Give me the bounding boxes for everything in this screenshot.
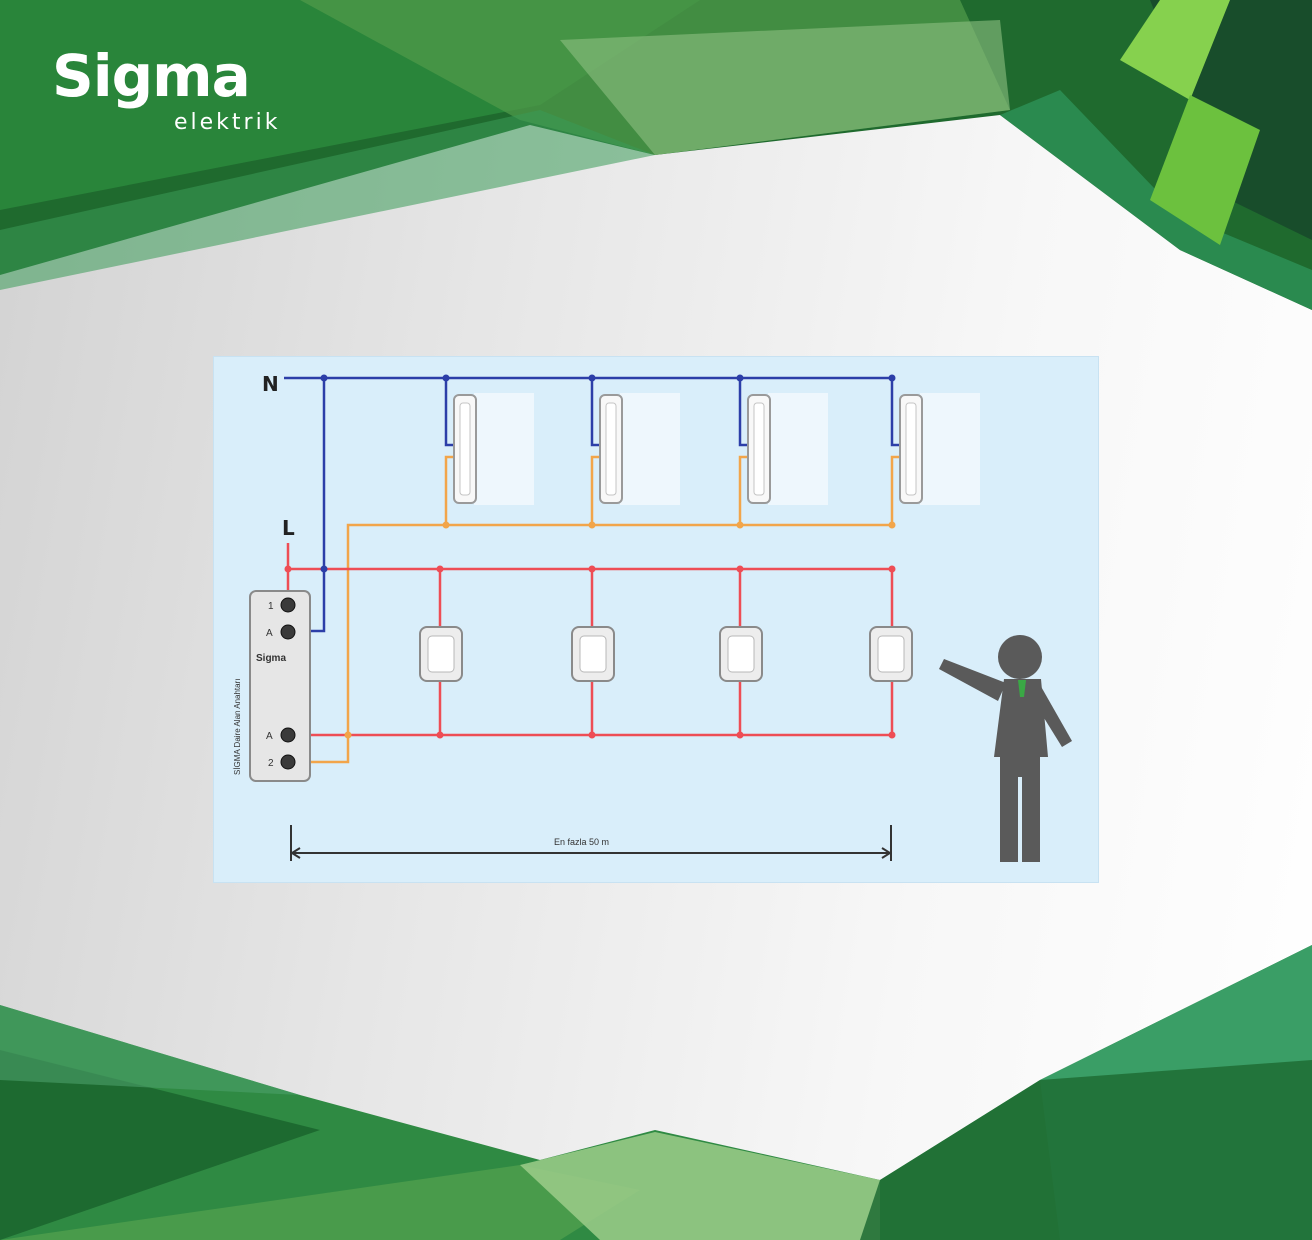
distance-indicator xyxy=(290,825,892,861)
terminal-label-a1: A xyxy=(266,628,273,639)
person-figure xyxy=(939,635,1072,862)
push-button-4 xyxy=(869,626,913,682)
wiring-diagram: N L xyxy=(233,372,1072,862)
lamp-2 xyxy=(599,393,680,505)
brand-subtitle: elektrik xyxy=(174,110,281,135)
distance-label: En fazla 50 m xyxy=(554,837,609,847)
neutral-label: N xyxy=(262,372,279,396)
terminal-a2 xyxy=(280,727,296,743)
terminal-label-2: 2 xyxy=(268,758,274,769)
push-button-1 xyxy=(419,626,463,682)
timer-device: SİGMA Daire Alan Anahtarı Sigma 1 A A 2 xyxy=(233,590,311,782)
neutral-crossing xyxy=(320,565,328,573)
terminal-1 xyxy=(280,597,296,613)
neutral-junctions xyxy=(320,374,896,382)
terminal-2 xyxy=(280,754,296,770)
wiring-diagram-panel: N L xyxy=(213,356,1099,883)
switched-crossing xyxy=(344,731,352,739)
push-button-2 xyxy=(571,626,615,682)
device-brand: Sigma xyxy=(256,653,286,664)
lamp-4 xyxy=(899,393,980,505)
brand-logo: Sigma elektrik xyxy=(52,42,277,135)
brand-name: Sigma xyxy=(52,42,251,110)
terminal-label-a2: A xyxy=(266,731,273,742)
live-junctions xyxy=(284,565,896,739)
push-button-3 xyxy=(719,626,763,682)
terminal-a1 xyxy=(280,624,296,640)
lamp-3 xyxy=(747,393,828,505)
switched-wiring xyxy=(292,455,900,764)
device-vertical-text: SİGMA Daire Alan Anahtarı xyxy=(233,679,242,776)
switched-junctions xyxy=(442,521,896,529)
lamp-1 xyxy=(453,393,534,505)
terminal-label-1: 1 xyxy=(268,601,274,612)
live-label: L xyxy=(282,516,295,540)
